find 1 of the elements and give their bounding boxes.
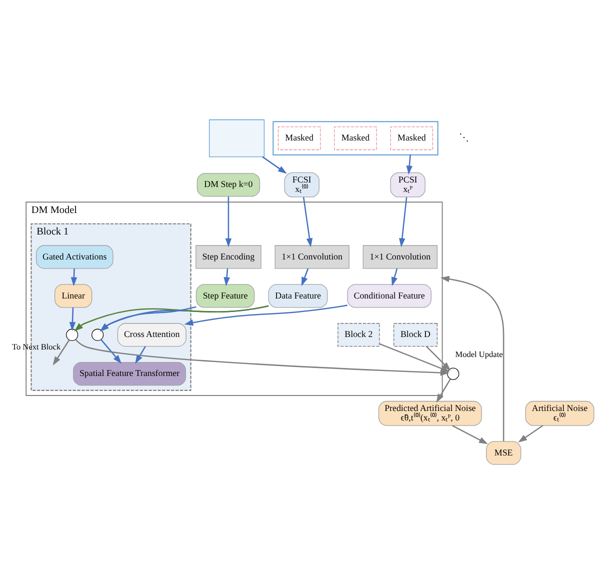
label: ⋱	[459, 132, 470, 144]
